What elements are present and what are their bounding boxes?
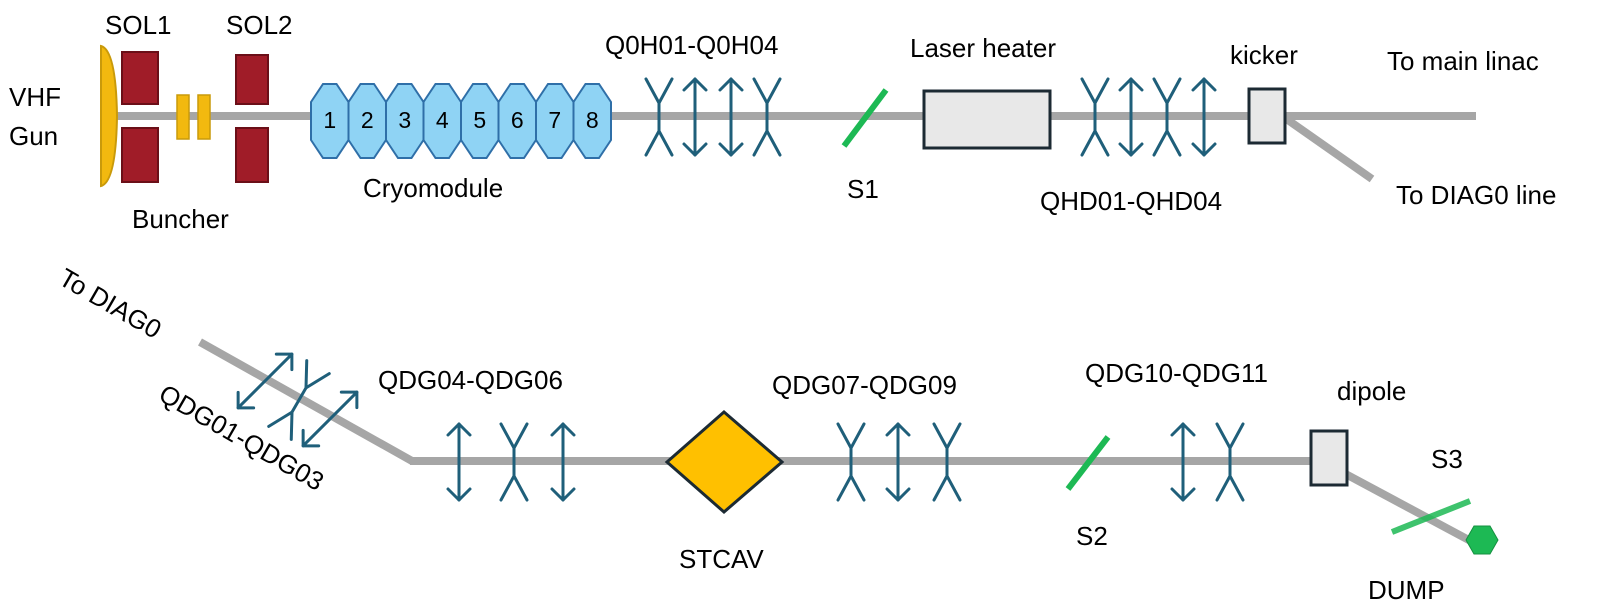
qdg10-quad [1170,422,1196,502]
quad-group-qdg07 [836,422,962,502]
qhd-label: QHD01-QHD04 [1040,186,1222,216]
cavity-number-7: 7 [548,107,561,133]
q0h04-quad [752,77,782,157]
beamline-diag0-entry [198,338,414,465]
kicker-label: kicker [1230,40,1298,70]
s1-label: S1 [847,174,879,204]
qdg04-label: QDG04-QDG06 [378,365,563,395]
cavity-6 [497,83,537,159]
qdg08-quad [885,422,911,502]
buncher-label: Buncher [132,204,229,234]
cavity-1 [310,83,350,159]
cavity-number-8: 8 [586,107,599,133]
qdg05-quad [499,422,529,502]
laser-heater-label: Laser heater [910,33,1056,63]
cavity-number-2: 2 [361,107,374,133]
vhf-gun [100,44,119,188]
dump [1465,525,1499,555]
laser-heater [922,89,1052,150]
sol1-lower [121,127,159,183]
q0h03-quad [718,77,744,157]
qdg10-label: QDG10-QDG11 [1085,358,1268,388]
qdg11-quad [1215,422,1245,502]
beamline-dump [1338,467,1482,550]
kicker [1247,87,1287,145]
to-diag0-line-label: To DIAG0 line [1396,180,1556,210]
s3-label: S3 [1431,444,1463,474]
cavity-number-4: 4 [436,107,449,133]
quad-group-q0h [644,77,782,157]
beamline-branch-diag0 [1282,114,1375,183]
q0h02-quad [682,77,708,157]
vhf-label: VHF [9,82,61,112]
cavity-7 [535,83,575,159]
s2-label: S2 [1076,521,1108,551]
cavity-number-1: 1 [323,107,336,133]
cavity-2 [347,83,387,159]
gun-label: Gun [9,121,58,151]
buncher-cell-1 [176,94,190,140]
cavity-8 [572,83,612,159]
qdg03-quad [301,390,359,448]
dump-label: DUMP [1368,575,1445,605]
qdg04-quad [446,422,472,502]
qdg07-quad [836,422,866,502]
sol1-label: SOL1 [105,10,172,40]
qdg07-label: QDG07-QDG09 [772,370,957,400]
quad-group-qhd [1080,77,1217,157]
q0h01-quad [644,77,674,157]
cavity-5 [460,83,500,159]
dipole-label: dipole [1337,376,1406,406]
stcav [664,410,785,514]
dipole [1309,429,1349,487]
stcav-label: STCAV [679,544,764,574]
screen-s3 [1390,498,1472,535]
cavity-number-6: 6 [511,107,524,133]
buncher-cell-2 [197,94,211,140]
cavity-4 [422,83,462,159]
sol2-lower [235,127,269,183]
sol1-upper [121,51,159,105]
sol2-upper [235,54,269,105]
qhd01-quad [1080,77,1110,157]
screen-s1 [841,88,889,148]
qdg02-quad [267,359,331,441]
quad-group-qdg10 [1170,422,1245,502]
qhd02-quad [1118,77,1144,157]
qdg09-quad [932,422,962,502]
qdg06-quad [550,422,576,502]
qdg01-quad [236,352,294,410]
cavity-3 [385,83,425,159]
q0h-label: Q0H01-Q0H04 [605,30,778,60]
cavity-number-3: 3 [398,107,411,133]
qhd03-quad [1152,77,1182,157]
qhd04-quad [1191,77,1217,157]
to-main-linac-label: To main linac [1387,46,1539,76]
cryomodule-label: Cryomodule [363,173,503,203]
quad-group-qdg04 [446,422,576,502]
sol2-label: SOL2 [226,10,293,40]
cavity-number-5: 5 [473,107,486,133]
to-diag0-label: To DIAG0 [54,262,167,344]
quad-group-qdg01 [236,352,359,448]
screen-s2 [1065,435,1111,491]
